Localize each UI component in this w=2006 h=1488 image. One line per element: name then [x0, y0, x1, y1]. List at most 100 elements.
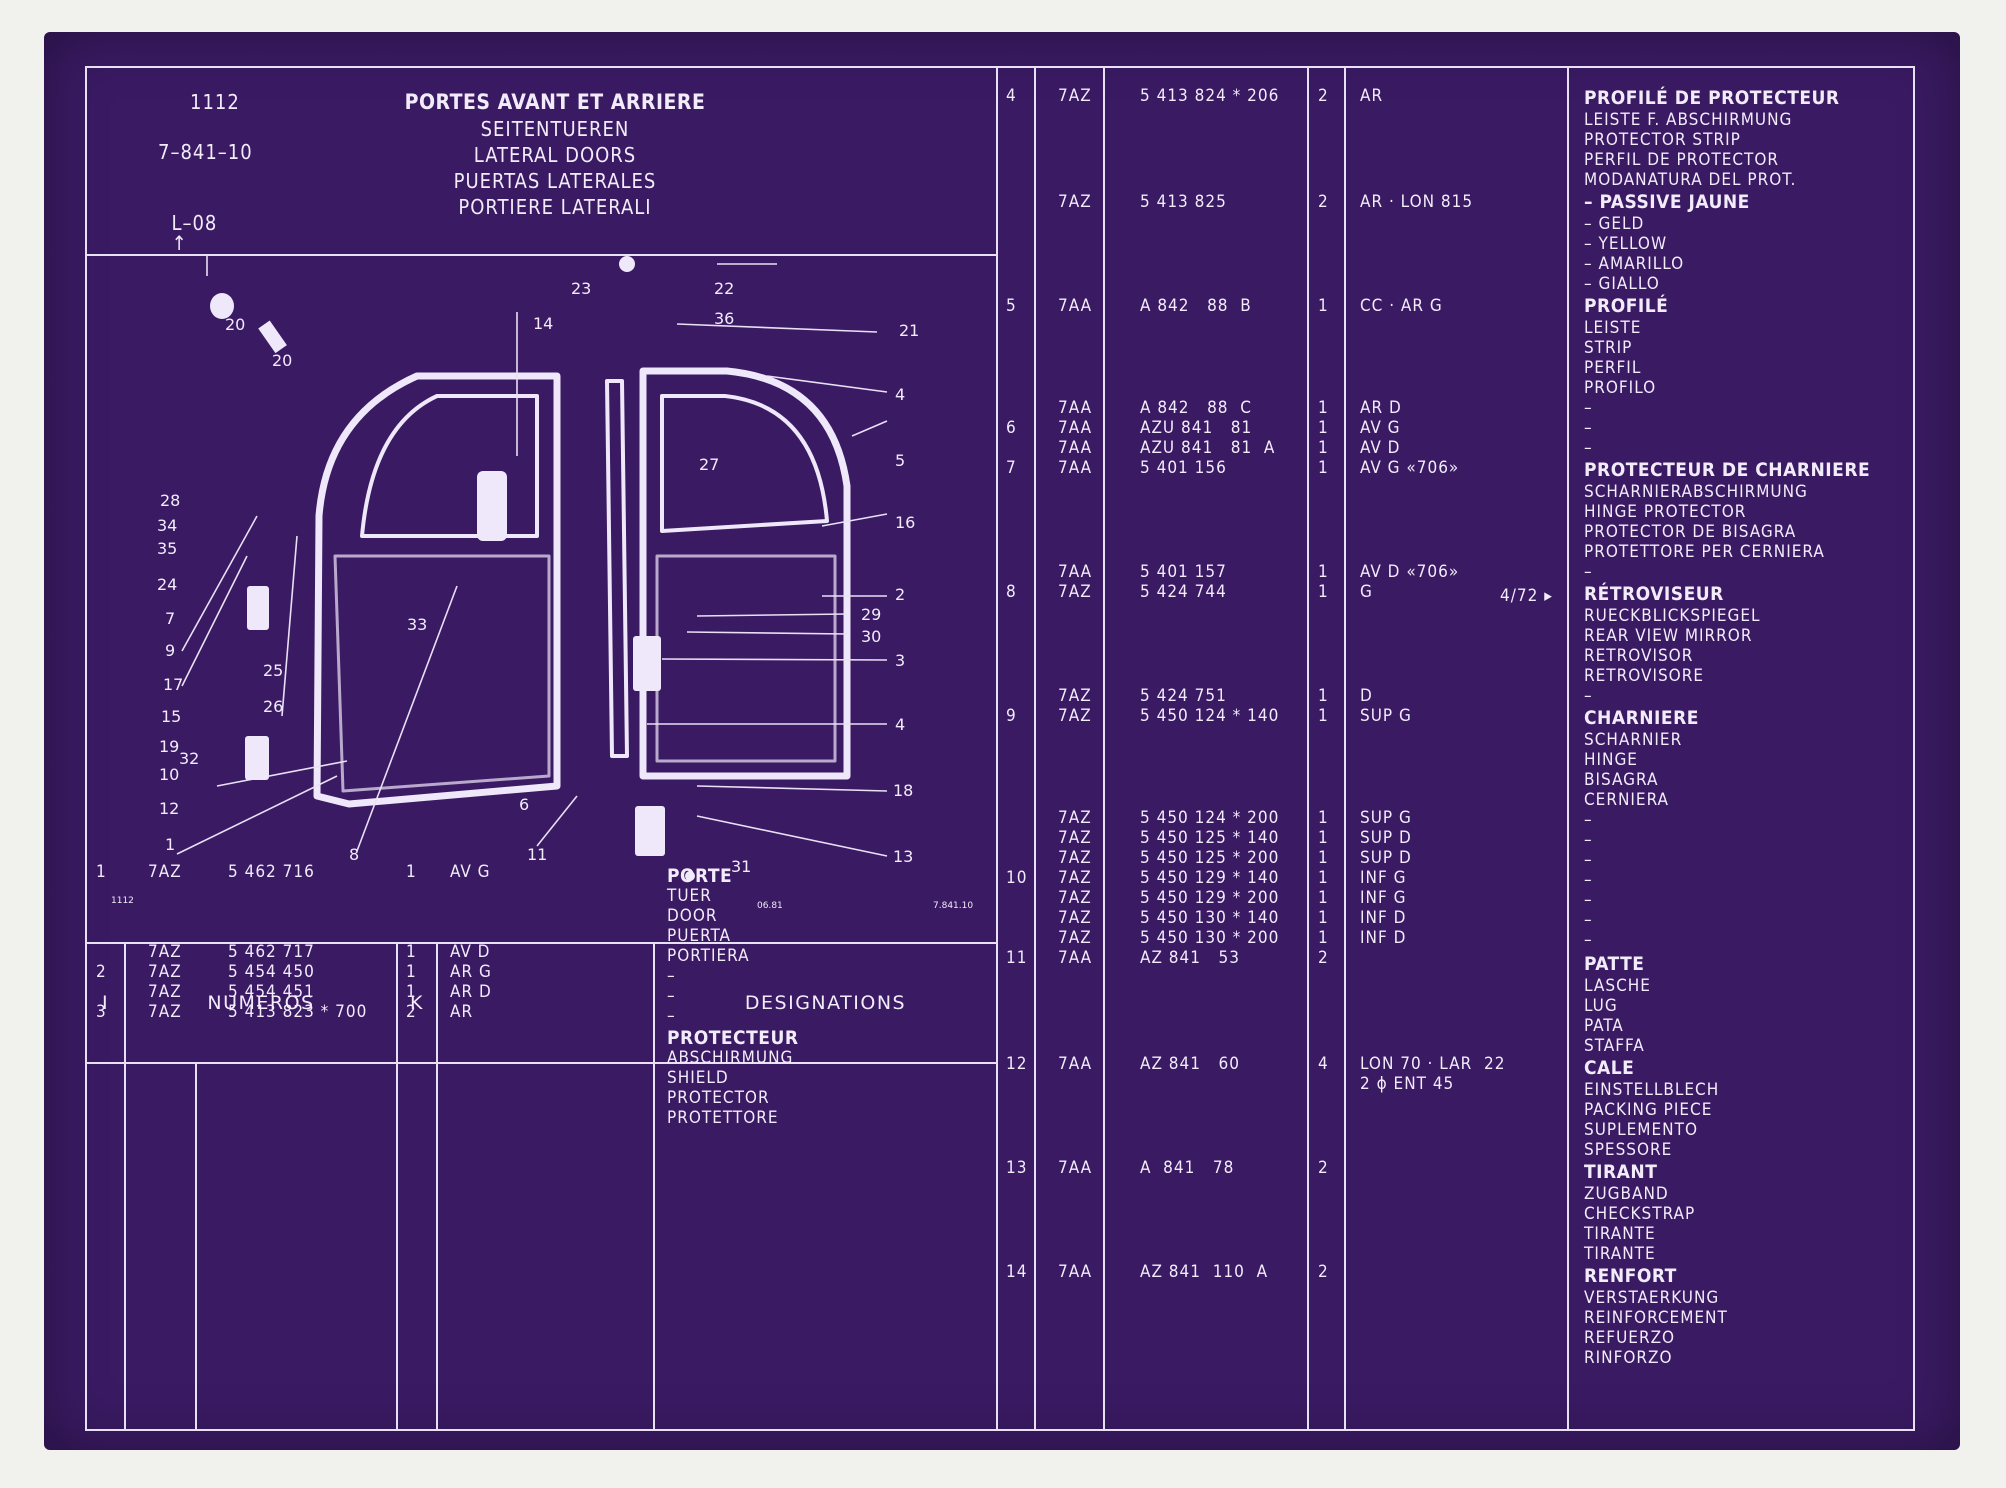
callout-label: 12 [159, 799, 179, 818]
row-part-number: 5 454 450 [228, 962, 315, 982]
row-part-number: A 842 88 C [1140, 398, 1252, 418]
callout-label: 30 [861, 627, 881, 646]
callout-label: 21 [899, 321, 919, 340]
designation-line: DOOR [667, 906, 718, 926]
callout-label: 9 [165, 641, 175, 660]
row-type: 7AZ [148, 962, 182, 982]
rear-door-outline [639, 367, 851, 780]
row-part-number: 5 462 717 [228, 942, 315, 962]
row-note: CC · AR G [1360, 296, 1443, 316]
designation-line: – [1584, 686, 1593, 706]
row-part-number: 5 424 751 [1140, 686, 1227, 706]
col-line-r3 [1307, 66, 1309, 1431]
row-note: INF D [1360, 908, 1407, 928]
callout-label: 36 [714, 309, 734, 328]
col-line-r4 [1344, 66, 1346, 1431]
row-type: 7AZ [1058, 908, 1092, 928]
designation-line: PERFIL DE PROTECTOR [1584, 150, 1780, 170]
row-note: AV D [450, 942, 491, 962]
designation-line: RENFORT [1584, 1265, 1677, 1287]
row-index: 2 [96, 962, 107, 982]
designation-line: ZUGBAND [1584, 1184, 1669, 1204]
row-index: 10 [1006, 868, 1028, 888]
callout-label: 35 [157, 539, 177, 558]
diagram-footer-mid: 06.81 [757, 901, 783, 911]
col-line-l3 [396, 942, 398, 1431]
designation-line: – [1584, 930, 1593, 950]
designation-line: LEISTE F. ABSCHIRMUNG [1584, 110, 1793, 130]
row-part-number: 5 450 124 * 140 [1140, 706, 1280, 726]
designation-line: – [1584, 890, 1593, 910]
callout-label: 5 [895, 451, 905, 470]
row-quantity: 1 [1318, 296, 1329, 316]
callout-label: 13 [893, 847, 913, 866]
designation-line: PATTE [1584, 953, 1645, 975]
row-part-number: 5 413 823 * 700 [228, 1002, 368, 1022]
designation-line: PATA [1584, 1016, 1624, 1036]
row-quantity: 1 [1318, 828, 1329, 848]
grommet-20-part [210, 293, 234, 319]
designation-line: – [1584, 830, 1593, 850]
designation-line: – PASSIVE JAUNE [1584, 191, 1750, 213]
callout-label: 22 [714, 279, 734, 298]
designation-line: ABSCHIRMUNG [667, 1048, 794, 1068]
row-quantity: 4 [1318, 1054, 1329, 1074]
callout-label: 31 [731, 857, 751, 876]
row-quantity: 1 [1318, 438, 1329, 458]
col-line-l5 [653, 942, 655, 1431]
row-part-number: 5 450 130 * 140 [1140, 908, 1280, 928]
row-part-number: 5 450 129 * 200 [1140, 888, 1280, 908]
row-note: INF G [1360, 868, 1407, 888]
col-line-r1 [1034, 66, 1036, 1431]
callout-label: 28 [160, 491, 180, 510]
designation-line: – [1584, 418, 1593, 438]
row-type: 7AA [1058, 1054, 1093, 1074]
designation-line: REINFORCEMENT [1584, 1308, 1728, 1328]
row-quantity: 2 [1318, 948, 1329, 968]
arrow-up-icon: ↑ [171, 231, 188, 255]
designation-line: – [667, 1006, 676, 1026]
row-note: AR G [450, 962, 492, 982]
page-reference: 4/72 ▸ [1500, 586, 1553, 606]
front-window-frame [360, 394, 539, 538]
designation-line: PROFILÉ [1584, 295, 1669, 317]
designation-line: SCHARNIER [1584, 730, 1683, 750]
designation-line: – [1584, 438, 1593, 458]
row-note: SUP G [1360, 706, 1412, 726]
row-index: 9 [1006, 706, 1017, 726]
designation-line: TIRANT [1584, 1161, 1658, 1183]
callout-label: 14 [533, 314, 553, 333]
designation-line: RUECKBLICKSPIEGEL [1584, 606, 1761, 626]
row-quantity: 1 [1318, 706, 1329, 726]
hinge-front-lower-part [245, 736, 269, 780]
designation-line: RÉTROVISEUR [1584, 583, 1724, 605]
row-part-number: 5 450 129 * 140 [1140, 868, 1280, 888]
row-note: AV G «706» [1360, 458, 1460, 478]
designation-line: CALE [1584, 1057, 1635, 1079]
row-part-number: 5 413 825 [1140, 192, 1227, 212]
row-part-number: 5 454 451 [228, 982, 315, 1002]
row-index: 13 [1006, 1158, 1028, 1178]
divider-center [996, 66, 998, 1431]
designation-line: MODANATURA DEL PROT. [1584, 170, 1797, 190]
designation-line: – GIALLO [1584, 274, 1660, 294]
col-header-index: I [101, 992, 110, 1014]
row-type: 7AZ [148, 942, 182, 962]
row-type: 7AZ [1058, 686, 1092, 706]
designation-line: – AMARILLO [1584, 254, 1685, 274]
row-note: G [1360, 582, 1373, 602]
designation-line: CHARNIERE [1584, 707, 1699, 729]
designation-line: STRIP [1584, 338, 1633, 358]
designation-line: PORTE [667, 865, 733, 887]
row-type: 7AA [1058, 296, 1093, 316]
row-quantity: 2 [1318, 192, 1329, 212]
designation-line: REFUERZO [1584, 1328, 1676, 1348]
callout-label: 10 [159, 765, 179, 784]
row-quantity: 1 [406, 862, 417, 882]
rear-window-frame [660, 394, 829, 533]
row-part-number: AZ 841 110 A [1140, 1262, 1269, 1282]
subtitle-en: LATERAL DOORS [473, 143, 637, 167]
row-type: 7AA [1058, 948, 1093, 968]
row-type: 7AA [1058, 398, 1093, 418]
designation-line: STAFFA [1584, 1036, 1645, 1056]
